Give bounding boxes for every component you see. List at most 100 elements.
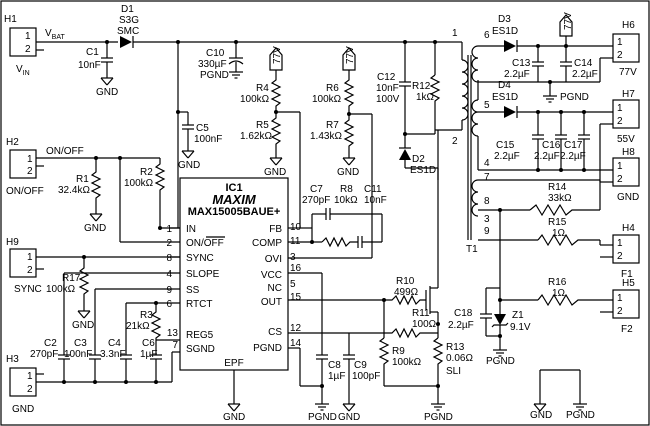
pin-vcc-name: VCC <box>261 270 282 281</box>
h2-pin1: 1 <box>27 154 33 165</box>
vin-rail: D1 S3G SMC <box>36 4 450 51</box>
c1-ref: C1 <box>86 47 99 58</box>
h4-ref: H4 <box>622 223 635 234</box>
h8-pin1: 1 <box>617 161 623 172</box>
d4-ref: D4 <box>498 80 511 91</box>
c5-val: 100nF <box>194 134 222 145</box>
d3-val: ES1D <box>492 26 518 37</box>
header-h7: 1 2 H7 55V <box>612 89 640 145</box>
c1-val: 10nF <box>78 60 101 71</box>
pin-cs-name: CS <box>268 327 282 338</box>
h9-ref: H9 <box>6 237 19 248</box>
r11-val: 100Ω <box>412 319 437 330</box>
header-h2: 1 2 H2 ON/OFF ON/OFF <box>6 137 84 197</box>
c12-val: 10nF <box>376 83 399 94</box>
h9-pin1: 1 <box>27 252 33 263</box>
r13-pgnd-label: PGND <box>424 412 453 423</box>
compensation-network: C7 270pF R8 10kΩ C11 10nF <box>288 184 387 249</box>
d2-ref: D2 <box>412 154 425 165</box>
c10-ref: C10 <box>206 48 225 59</box>
r4-r5-divider: 77V R4 100kΩ R5 1.62kΩ GND <box>240 46 301 229</box>
h3-ref: H3 <box>6 354 19 365</box>
c16-ref: C16 <box>542 140 561 151</box>
h6-pin2: 2 <box>617 50 623 61</box>
pin-rtct-num: 6 <box>166 299 172 310</box>
h6-pin1: 1 <box>617 37 623 48</box>
h7-pin2: 2 <box>617 116 623 127</box>
c10-pgnd: PGND <box>200 70 229 81</box>
t1-ref: T1 <box>466 244 478 255</box>
c4-val: 3.3nF <box>100 349 126 360</box>
pin-reg5-name: REG5 <box>186 330 214 341</box>
h1-pin1: 1 <box>25 31 31 42</box>
h5-pin2: 2 <box>617 306 623 317</box>
pin-sgnd-num: 7 <box>172 340 178 351</box>
vcc-decoupling: C8 1µF PGND C9 100pF GND <box>288 272 380 423</box>
h7-pin1: 1 <box>617 103 623 114</box>
r7-ref: R7 <box>326 120 339 131</box>
r8-val: 10kΩ <box>334 195 358 206</box>
t1-pin3: 3 <box>484 214 490 225</box>
c9-gnd-label: GND <box>338 412 360 423</box>
sync-network: R17 100kΩ GND <box>36 255 180 331</box>
r12-val: 1kΩ <box>416 92 435 103</box>
header-h3: 1 2 H3 GND <box>6 354 37 415</box>
header-h4: 1 2 H4 F1 <box>612 223 640 280</box>
timing-caps: C2 270pF C3 100nF C4 3.3nF R3 21kΩ C6 1µ… <box>30 272 180 384</box>
d4-val: ES1D <box>492 92 518 103</box>
power-stage: R10 499Ω R9 100kΩ R11 100Ω R13 0.06Ω SLI… <box>288 130 473 423</box>
h5-ref: H5 <box>622 278 635 289</box>
c2-ref: C2 <box>44 338 57 349</box>
r3-ref: R3 <box>140 310 153 321</box>
c9-ref: C9 <box>354 360 367 371</box>
h7-ref: H7 <box>622 89 635 100</box>
h5-pin1: 1 <box>617 293 623 304</box>
r5-val: 1.62kΩ <box>240 131 272 142</box>
h9-pin2: 2 <box>27 265 33 276</box>
h4-pin1: 1 <box>617 238 623 249</box>
h8-pin2: 2 <box>617 174 623 185</box>
c8-pgnd-label: PGND <box>308 412 337 423</box>
c14-val: 2.2µF <box>572 69 598 80</box>
d3-ref: D3 <box>498 14 511 25</box>
header-h1: 1 2 H1 VBAT VIN <box>4 14 65 77</box>
h1-pin2: 2 <box>25 44 31 55</box>
h2-pin2: 2 <box>27 166 33 177</box>
r7-gnd-label: GND <box>337 167 359 178</box>
h6-label: 77V <box>619 67 637 78</box>
h1-vbat-label: VBAT <box>45 28 65 41</box>
c3-val: 100nF <box>64 349 92 360</box>
ic1-body <box>179 177 289 371</box>
h1-ref: H1 <box>4 14 17 25</box>
t1-pin1: 1 <box>452 28 458 39</box>
c17-ref: C17 <box>564 140 583 151</box>
r11-ref: R11 <box>412 308 430 319</box>
c17-val: 2.2µF <box>560 151 586 162</box>
pin-sgnd-name: SGND <box>186 344 215 355</box>
c16-val: 2.2µF <box>534 151 560 162</box>
pin-reg5-num: 13 <box>167 328 179 339</box>
pin-pgnd-name: PGND <box>253 343 282 354</box>
c4-ref: C4 <box>108 338 121 349</box>
ic1-part-number: MAX15005BAUE+ <box>188 206 281 218</box>
tie-pgnd-label: PGND <box>566 410 595 421</box>
pin-fb-name: FB <box>269 224 282 235</box>
pin-onoff-name: ON/OFF <box>186 238 224 249</box>
z1-val: 9.1V <box>510 322 531 333</box>
h6-ref: H6 <box>622 20 635 31</box>
h3-label: GND <box>12 404 34 415</box>
tie-gnd-label: GND <box>530 410 552 421</box>
ic1-main: IC1 MAXIM MAX15005BAUE+ EPF IN 1 ON/OFF … <box>166 177 302 371</box>
maxim-logo: MAXIM <box>212 192 257 207</box>
snubber: C12 10nF 100V R12 1kΩ D2 ES1D <box>376 42 462 176</box>
header-h6: 1 2 H6 77V <box>612 20 640 78</box>
header-h5: 1 2 H5 F2 <box>612 278 640 335</box>
pin-sync-num: 8 <box>166 253 172 264</box>
c18-ref: C18 <box>454 308 473 319</box>
h2-ref: H2 <box>6 137 19 148</box>
r15-ref: R15 <box>548 217 567 228</box>
r8-ref: R8 <box>340 184 353 195</box>
pin-nc-num: 5 <box>290 279 296 290</box>
out77-tag: 77V <box>563 12 574 30</box>
d2-diode <box>399 149 411 160</box>
